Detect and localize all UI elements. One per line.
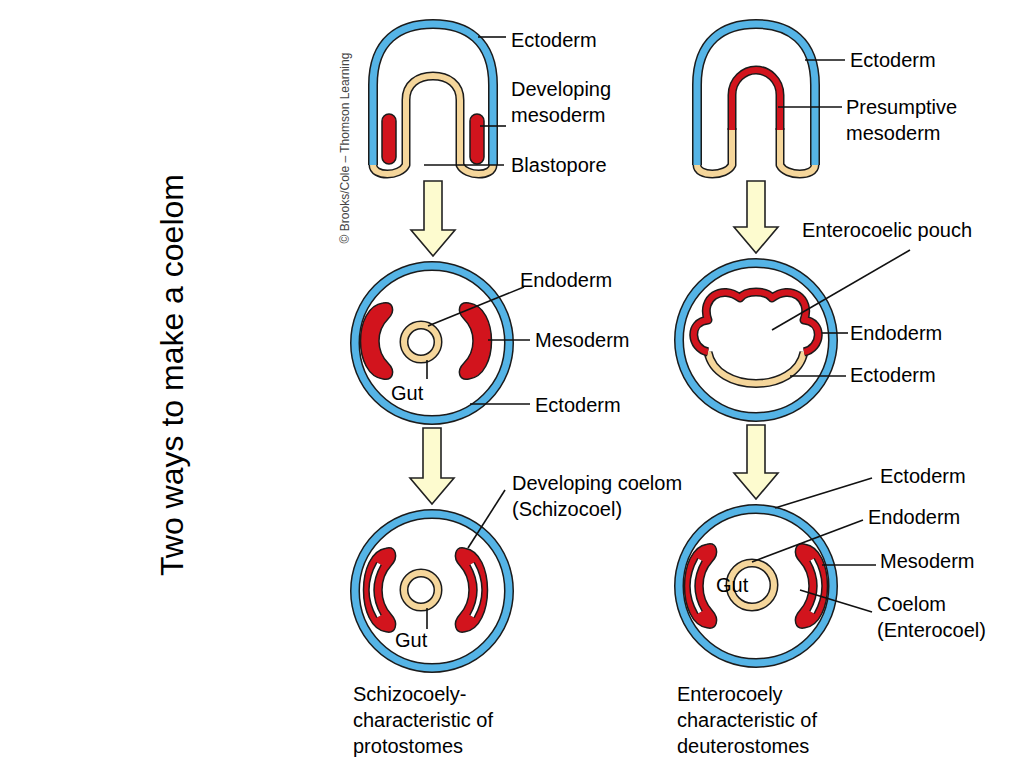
part-label: Blastopore	[511, 152, 661, 178]
ectoderm-ring	[679, 263, 833, 417]
mesoderm-band	[470, 114, 484, 164]
stage-arrow	[410, 428, 454, 504]
part-label: Developing coelom (Schizocoel)	[512, 470, 742, 522]
caption-text: Enterocoely characteristic of deuterosto…	[677, 681, 867, 759]
part-label: Ectoderm	[880, 463, 1020, 489]
coelom-cavity	[372, 564, 380, 617]
endoderm-layer	[780, 128, 815, 174]
coelom-cavity	[472, 564, 480, 617]
enterocoelic-pouch	[694, 292, 819, 352]
coelom-cavity	[693, 560, 701, 613]
ectoderm-ring	[355, 266, 509, 420]
leader-line	[426, 608, 428, 629]
gut-ring	[404, 573, 438, 607]
ectoderm-ring	[679, 263, 833, 417]
shape-outline	[674, 504, 838, 668]
part-label: Endoderm	[520, 267, 670, 293]
embryo-stage: EctodermDeveloping mesodermBlastopore	[366, 18, 500, 178]
mesoderm-band	[382, 114, 396, 164]
part-label: Gut	[716, 572, 766, 598]
mesoderm-mass	[455, 548, 487, 632]
part-label: Endoderm	[868, 504, 1018, 530]
mesoderm-layer	[732, 70, 780, 130]
coelom-cavity	[372, 564, 380, 617]
mesoderm-mass	[459, 303, 491, 380]
leader-line	[426, 360, 428, 379]
part-label: Gut	[395, 627, 445, 653]
endoderm-layer	[708, 352, 804, 384]
part-label: Mesoderm	[880, 548, 1020, 574]
mesoderm-mass	[795, 544, 827, 628]
mesoderm-mass	[361, 303, 393, 380]
diagram-title: Two ways to make a coelom	[152, 75, 192, 675]
cross-section: Enterocoelic pouchEndodermEctoderm	[674, 258, 838, 422]
ectoderm-ring	[355, 514, 509, 668]
leader-line	[790, 375, 846, 377]
ectoderm-ring	[355, 266, 509, 420]
ectoderm-layer	[697, 24, 815, 165]
shape-outline	[350, 509, 514, 673]
part-label: Ectoderm	[850, 362, 1000, 388]
stage-arrow	[734, 181, 778, 253]
ectoderm-layer	[373, 24, 493, 165]
mesoderm-layer	[732, 70, 780, 130]
enterocoelic-pouch	[694, 292, 819, 352]
shape-outline	[690, 18, 822, 178]
mesoderm-mass	[364, 548, 396, 632]
embryo-stage: EctodermPresumptive mesoderm	[690, 18, 822, 178]
part-label: Ectoderm	[850, 47, 1000, 73]
cross-section: EctodermEndodermMesodermGutCoelom (Enter…	[674, 504, 838, 668]
part-label: Mesoderm	[535, 327, 685, 353]
part-label: Ectoderm	[535, 392, 685, 418]
cross-section: Developing coelom (Schizocoel)Gut	[350, 509, 514, 673]
part-label: Presumptive mesoderm	[846, 94, 1006, 146]
endoderm-layer	[373, 76, 493, 174]
leader-line	[775, 478, 872, 508]
mesoderm-mass	[685, 544, 717, 628]
gut-ring	[404, 573, 438, 607]
caption-text: Schizocoely- characteristic of protostom…	[353, 681, 543, 759]
ectoderm-layer	[373, 24, 493, 165]
endoderm-layer	[780, 128, 815, 174]
endoderm-layer	[697, 128, 732, 174]
copyright-note: © Brooks/Cole – Thomson Learning	[337, 0, 353, 298]
gut-ring	[404, 325, 438, 359]
endoderm-layer	[373, 76, 493, 174]
ectoderm-layer	[697, 24, 815, 165]
coelom-cavity	[472, 564, 480, 617]
part-label: Gut	[391, 380, 441, 406]
part-label: Coelom (Enterocoel)	[877, 591, 1022, 643]
gut-ring	[404, 325, 438, 359]
coelom-cavity	[812, 560, 820, 613]
coelom-cavity	[693, 560, 701, 613]
stage-arrow	[411, 181, 455, 256]
shape-outline	[350, 261, 514, 425]
ectoderm-ring	[679, 509, 833, 663]
part-label: Ectoderm	[511, 27, 661, 53]
coelom-cavity	[812, 560, 820, 613]
part-label: Endoderm	[850, 320, 1000, 346]
shape-outline	[366, 18, 500, 178]
cross-section: EndodermMesodermGutEctoderm	[350, 261, 514, 425]
part-label: Developing mesoderm	[511, 76, 661, 128]
shape-outline	[674, 258, 838, 422]
ectoderm-ring	[679, 509, 833, 663]
stage-arrow	[734, 425, 778, 499]
part-label: Enterocoelic pouch	[802, 217, 1024, 243]
endoderm-layer	[697, 128, 732, 174]
ectoderm-ring	[355, 514, 509, 668]
endoderm-layer	[708, 352, 804, 384]
